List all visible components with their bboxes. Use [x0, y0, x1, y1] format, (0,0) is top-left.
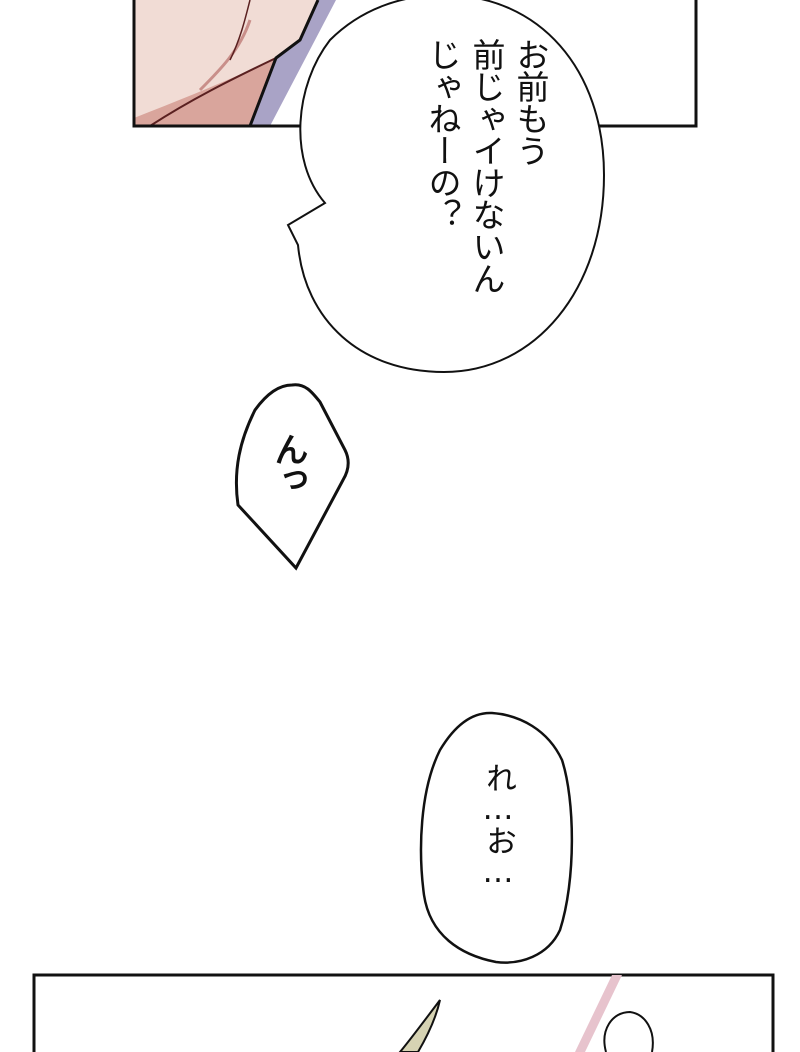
- speech-bubble-1: [286, 0, 606, 374]
- bubble-1-text: お前もう 前じゃイけないん じゃねーの？: [423, 38, 550, 294]
- bubble-2-text: んっ: [268, 432, 308, 492]
- bubble-3-text: れ…お…: [480, 762, 516, 888]
- speech-bubble-2: [234, 383, 350, 571]
- speech-bubble-3: [419, 711, 574, 964]
- panel-bottom: [32, 973, 775, 1052]
